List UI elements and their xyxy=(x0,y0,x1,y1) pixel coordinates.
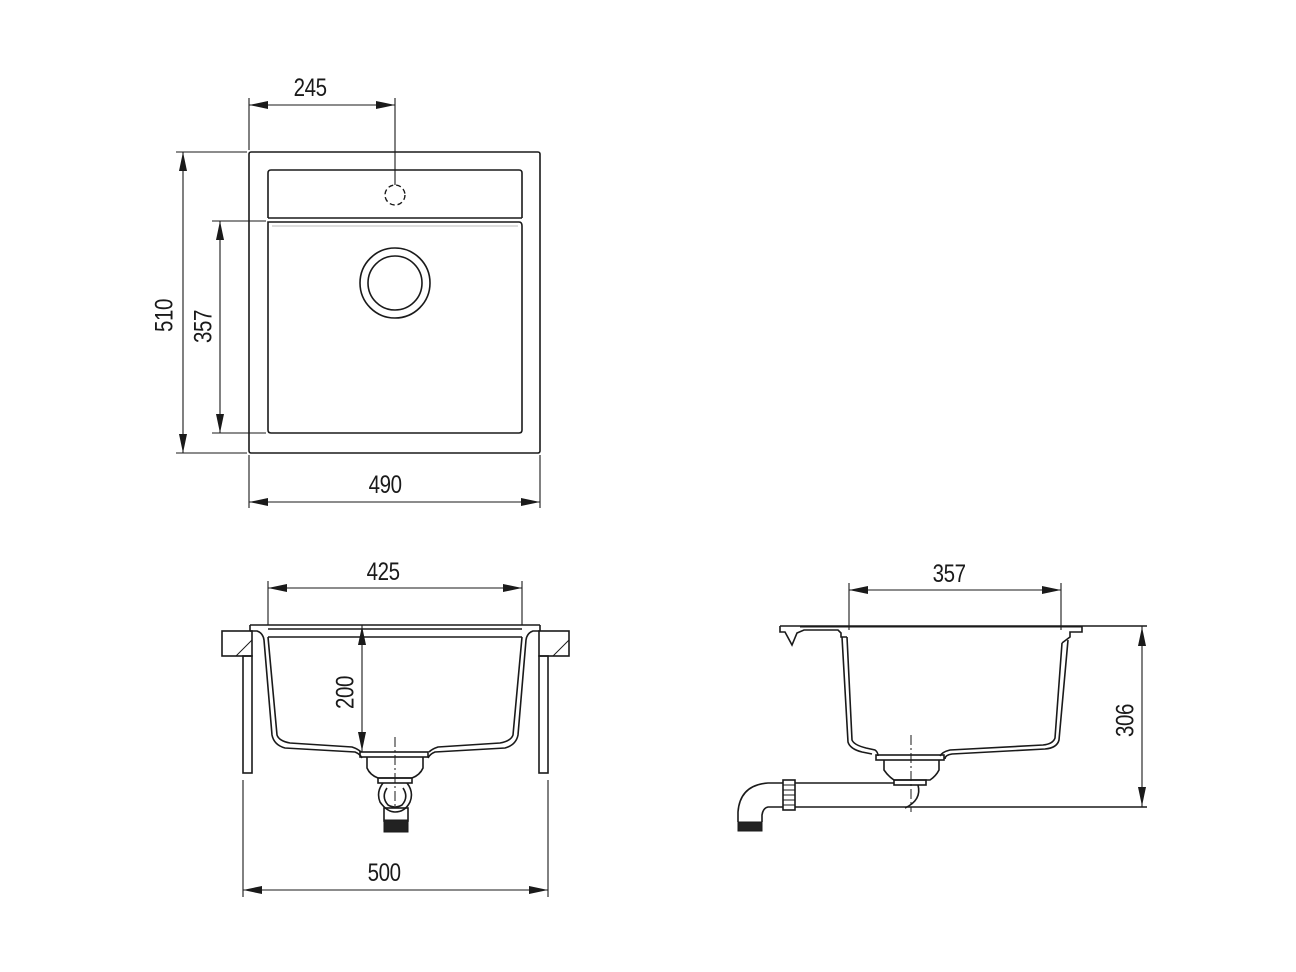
dim-label-bowl-depth: 200 xyxy=(331,676,360,709)
dim-label-overall-width: 490 xyxy=(368,471,402,499)
dim-label-bowl-length-top: 357 xyxy=(189,310,218,343)
dim-label-side-bowl-length: 357 xyxy=(932,560,966,588)
dim-label-faucet-offset: 245 xyxy=(293,74,327,102)
sink-outline xyxy=(248,151,541,454)
drain-outer-ring xyxy=(359,247,431,319)
countertop-right xyxy=(538,630,570,657)
dim-label-total-height: 306 xyxy=(1111,704,1140,737)
outlet-thread-icon xyxy=(737,821,763,832)
side-section-view xyxy=(737,583,1147,832)
dim-label-cabinet-width: 500 xyxy=(367,859,401,887)
drain-inner-ring xyxy=(367,255,423,311)
dim-label-overall-depth: 510 xyxy=(150,299,179,332)
cabinet-wall-left xyxy=(242,655,253,774)
top-view xyxy=(176,98,541,508)
drain-thread-icon xyxy=(383,819,409,833)
cabinet-wall-right xyxy=(538,655,549,774)
bowl-section xyxy=(250,630,363,759)
front-section-view xyxy=(221,581,570,897)
bowl-outline xyxy=(267,221,523,434)
faucet-hole-icon xyxy=(384,184,406,206)
countertop-left xyxy=(221,630,253,657)
side-bowl-section xyxy=(846,636,879,757)
dim-label-bowl-width: 425 xyxy=(366,558,400,586)
